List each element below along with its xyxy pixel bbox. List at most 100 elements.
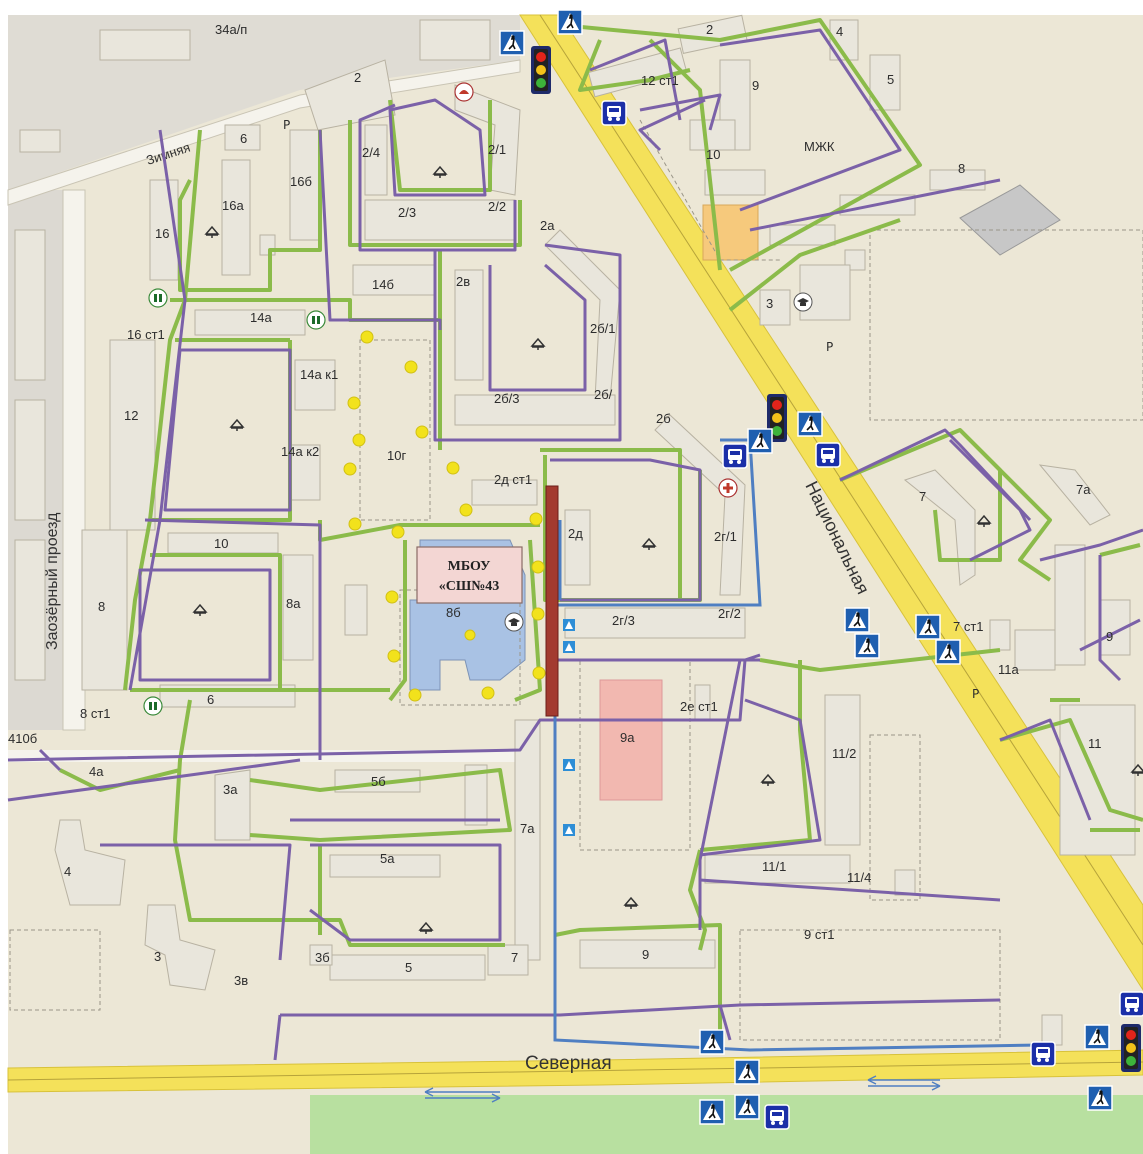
pedestrian-crossing-icon [1084, 1024, 1110, 1050]
building-label: 2а [540, 218, 555, 233]
building-label: 14а к2 [281, 444, 319, 459]
building-label: 6 [240, 131, 247, 146]
traffic-light-icon [531, 46, 551, 94]
building-label: 6 [207, 692, 214, 707]
school-label-box[interactable]: МБОУ «СШ№43 [416, 546, 523, 604]
pedestrian-crossing-icon [557, 9, 583, 35]
route-blue [553, 438, 1041, 1052]
pedestrian-crossing-icon [797, 411, 823, 437]
street-severnaya-label: Северная [525, 1053, 612, 1074]
bus-stop-icon [1030, 1041, 1056, 1067]
building-label: 7 [919, 489, 926, 504]
orange-building [702, 204, 759, 261]
building-label: 10г [387, 448, 406, 463]
building-label: 8 [98, 599, 105, 614]
building-label: 3б [315, 950, 330, 965]
building-label: 11/4 [847, 870, 871, 885]
parking-label: P [972, 687, 979, 701]
street-zaozerny-label: Заозёрный проезд [44, 512, 61, 650]
building-label: 8 [958, 161, 965, 176]
building-label: 5б [371, 774, 386, 789]
pedestrian-crossing-icon [935, 639, 961, 665]
phone-icon [454, 82, 474, 102]
building-label: 11 [1088, 736, 1102, 751]
school-access-marker [545, 485, 559, 717]
building-label: 7а [520, 821, 535, 836]
pedestrian-crossing-icon [854, 633, 880, 659]
building-label: 2/3 [398, 205, 416, 220]
building-label: 7а [1076, 482, 1091, 497]
pedestrian-crossing-icon [699, 1029, 725, 1055]
building-label: 2б/ [594, 387, 613, 402]
pedestrian-crossing-icon [699, 1099, 725, 1125]
parking-label: P [283, 118, 290, 132]
building-label: 11/1 [762, 859, 786, 874]
road-severnaya [7, 1049, 1143, 1093]
building-label: 7 [511, 950, 518, 965]
bus-stop-icon [815, 442, 841, 468]
building-label: 11а [998, 662, 1019, 677]
school-icon [793, 292, 813, 312]
bus-stop-icon [601, 100, 627, 126]
pharmacy-icon [148, 288, 168, 308]
building-label: 16 [155, 226, 169, 241]
building-label: 8 ст1 [80, 706, 111, 721]
grey-building [959, 184, 1061, 256]
bus-stop-icon [764, 1104, 790, 1130]
pedestrian-crossing-icon [734, 1094, 760, 1120]
green-area [310, 1095, 1143, 1154]
building-label: 7 ст1 [953, 619, 984, 634]
building-label: 2 [706, 22, 713, 37]
crossing-marker-icon [563, 824, 575, 836]
building-label: 14а к1 [300, 367, 338, 382]
industrial-buildings [14, 19, 491, 681]
building-label: 16а [222, 198, 244, 213]
building-label: 14б [372, 277, 394, 292]
building-label: 16б [290, 174, 312, 189]
building-label: 2/4 [362, 145, 380, 160]
building-label: 12 ст1 [641, 73, 679, 88]
building-label: 34а/п [215, 22, 247, 37]
building-label: 3в [234, 973, 248, 988]
direction-arrows [424, 1075, 941, 1103]
pedestrian-crossing-icon [734, 1059, 760, 1085]
road-zimnyaya [7, 59, 521, 206]
pharmacy-icon [306, 310, 326, 330]
building-labels: 34а/п 2 2 4 5 12 ст1 9 МЖК 10 8 6 16б 16… [8, 22, 1113, 988]
building-label: 2г/2 [718, 606, 741, 621]
building-label: 2д ст1 [494, 472, 532, 487]
building-label: 2г/1 [714, 529, 737, 544]
building-label: 2д [568, 526, 583, 541]
building-label: 2г/3 [612, 613, 635, 628]
hospital-icon [718, 478, 738, 498]
building-label: 2в [456, 274, 470, 289]
crossing-marker-icon [563, 641, 575, 653]
school-name-line1: МБОУ [448, 559, 491, 574]
building-label: 4 [64, 864, 71, 879]
building-label: 2е ст1 [680, 699, 718, 714]
building-label: 5 [887, 72, 894, 87]
building-label: 5 [405, 960, 412, 975]
bus-stop-icon [722, 443, 748, 469]
building-label: 2б [656, 411, 671, 426]
building-label: 9 [642, 947, 649, 962]
school-icon [504, 612, 524, 632]
building-label: 2/1 [488, 142, 506, 157]
building-label: 3 [154, 949, 161, 964]
building-label: 2б/3 [494, 391, 520, 406]
building-label: 9 [1106, 629, 1113, 644]
building-label: 2/2 [488, 199, 506, 214]
building-label: 9а [620, 730, 635, 745]
building-label: 16 ст1 [127, 327, 165, 342]
building-label: 11/2 [832, 746, 856, 761]
school-name-line2: «СШ№43 [439, 579, 500, 594]
building-label: 8б [446, 605, 461, 620]
building-label: 14а [250, 310, 272, 325]
building-label: 410б [8, 731, 37, 746]
paths-purple [7, 28, 1143, 1061]
building-label: 12 [124, 408, 138, 423]
building-label: 2б/1 [590, 321, 616, 336]
pedestrian-crossing-icon [844, 607, 870, 633]
building-label: 4 [836, 24, 843, 39]
